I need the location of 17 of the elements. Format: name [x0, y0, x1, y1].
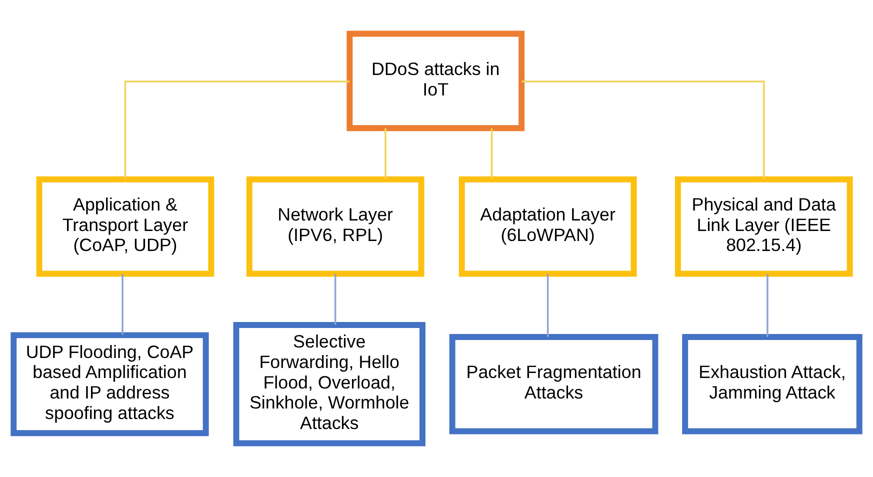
node-box: DDoS attacks in IoT [346, 30, 525, 132]
node-box: Application & Transport Layer (CoAP, UDP) [36, 176, 214, 277]
connector [334, 274, 336, 325]
connector [490, 128, 493, 180]
node-box: Adaptation Layer (6LoWPAN) [458, 176, 637, 277]
connector [384, 128, 386, 180]
connector [546, 274, 549, 337]
connector [522, 80, 765, 180]
node-box: Packet Fragmentation Attacks [449, 334, 658, 434]
connector [766, 274, 768, 337]
node-box: UDP Flooding, CoAP based Amplification and IP address spoofing attacks [10, 332, 209, 436]
node-box: Physical and Data Link Layer (IEEE 802.15.4) [674, 176, 853, 277]
connector [124, 80, 350, 180]
node-box: Selective Forwarding, Hello Flood, Overload, Sinkhole, Wormhole Attacks [233, 322, 426, 446]
node-box: Exhaustion Attack, Jamming Attack [682, 334, 862, 434]
node-box: Network Layer (IPV6, RPL) [246, 176, 424, 277]
connector [122, 274, 124, 335]
